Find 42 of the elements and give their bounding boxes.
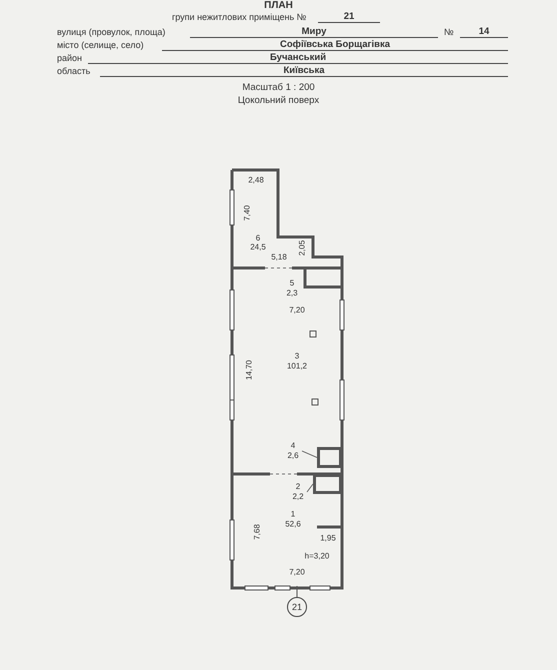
title: ПЛАН: [263, 0, 294, 11]
room-outline: [317, 447, 342, 468]
dimension: 5,18: [271, 252, 287, 262]
room-outline: [313, 474, 342, 494]
ceiling-height: h=3,20: [304, 552, 330, 560]
room-area: 52,6: [285, 520, 301, 528]
room-number: 2: [294, 482, 302, 492]
form-text: район: [57, 53, 82, 63]
dimension: 7,20: [289, 306, 305, 314]
room-number: 1: [290, 510, 296, 518]
dimension: 7,20: [289, 568, 305, 576]
room-number: 4: [290, 441, 296, 451]
dimension: 14,70: [244, 360, 254, 380]
scale-text: Масштаб 1 : 200: [241, 82, 316, 93]
leader-line: [306, 484, 314, 492]
room-number: 3: [294, 352, 300, 360]
field-value: Бучанський: [88, 52, 508, 64]
field-value: 14: [460, 26, 508, 38]
room-area: 2,3: [286, 288, 298, 298]
room-area: 2,2: [289, 492, 307, 502]
room-number: 5: [290, 278, 294, 288]
circled-number: 21: [287, 597, 307, 617]
room-number: 6: [256, 234, 260, 242]
field-value: Київська: [100, 65, 508, 77]
dimension: 2,48: [248, 176, 264, 184]
field-value: Софіївська Борщагівка: [162, 39, 508, 51]
dimension: 7,40: [242, 205, 252, 221]
form-text: №: [444, 27, 454, 37]
room-area: 24,5: [250, 242, 266, 252]
form-text: місто (селище, село): [57, 40, 144, 50]
room-area: 101,2: [286, 362, 308, 370]
leader-line: [302, 450, 318, 458]
room-area: 2,6: [284, 451, 302, 461]
dimension: 1,95: [320, 534, 336, 542]
field-value: Миру: [190, 26, 438, 38]
floor-name: Цокольний поверх: [236, 95, 320, 106]
dimension: 7,68: [252, 524, 262, 540]
form-text: групи нежитлових приміщень №: [172, 12, 306, 22]
form-text: область: [57, 66, 90, 76]
form-text: вулиця (провулок, площа): [57, 27, 166, 37]
dimension: 2,05: [298, 240, 306, 256]
field-value: 21: [318, 11, 380, 23]
